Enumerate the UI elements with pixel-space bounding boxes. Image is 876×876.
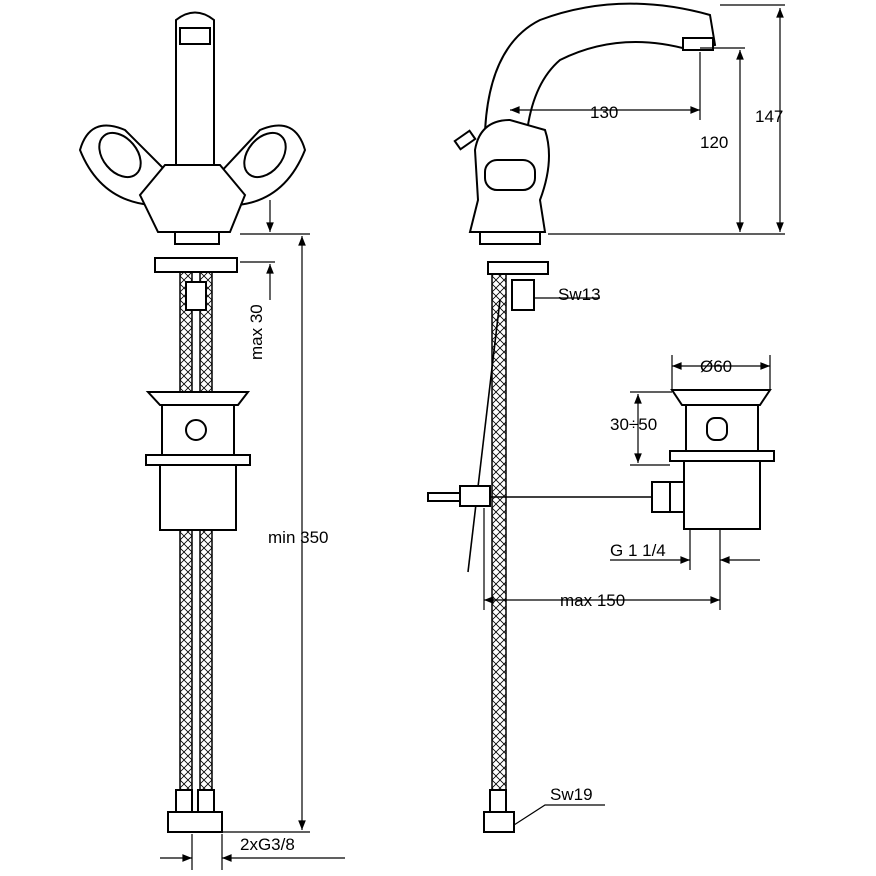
wrench-top-label: Sw13	[558, 285, 601, 304]
side-view	[427, 2, 785, 833]
front-view	[78, 11, 345, 870]
spout-reach-label: 130	[590, 103, 618, 122]
drain-range-label: 30÷50	[610, 415, 657, 434]
total-height-label: 147	[755, 107, 783, 126]
drain-thread-label: G 1 1/4	[610, 541, 666, 560]
wrench-bottom-label: Sw19	[550, 785, 593, 804]
connection-thread-label: 2xG3/8	[240, 835, 295, 854]
hose-length-label: min 350	[268, 528, 328, 547]
max-thickness-label: max 30	[247, 304, 266, 360]
drain-diameter-label: Ø60	[700, 357, 732, 376]
rod-length-label: max 150	[560, 591, 625, 610]
spout-height-label: 120	[700, 133, 728, 152]
